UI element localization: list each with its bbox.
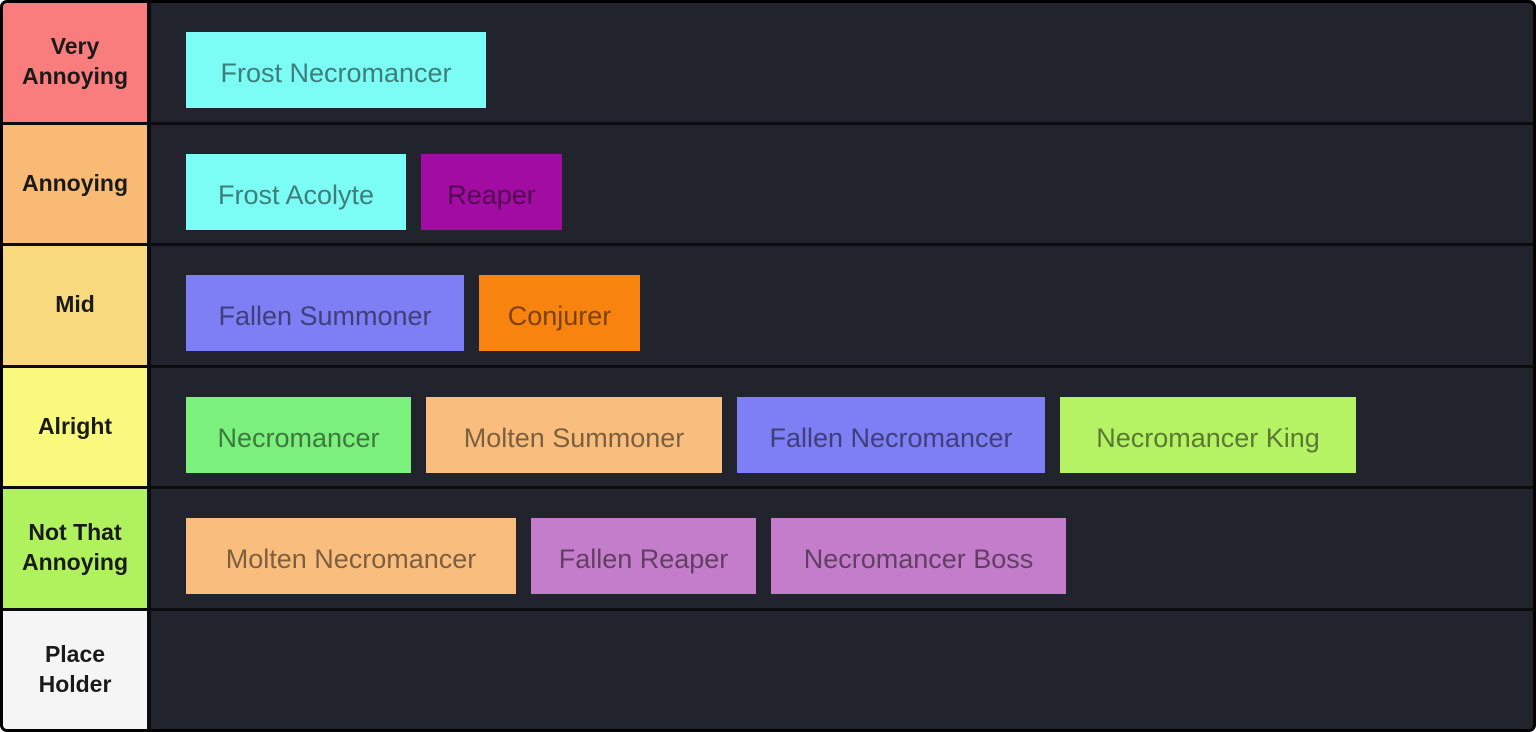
tier-label: Place Holder bbox=[3, 610, 151, 729]
tier-item[interactable]: Necromancer Boss bbox=[771, 518, 1066, 594]
tier-item[interactable]: Frost Acolyte bbox=[186, 153, 406, 230]
tier-label-text: Annoying bbox=[21, 169, 129, 196]
tier-item[interactable]: Necromancer King bbox=[1060, 396, 1356, 473]
tier-item[interactable]: Fallen Necromancer bbox=[737, 396, 1045, 473]
tier-row: Very Annoying Frost Necromancer bbox=[3, 3, 1533, 125]
tier-label: Very Annoying bbox=[3, 3, 151, 122]
tier-label: Annoying bbox=[3, 124, 151, 243]
tier-label-text: Not That Annoying bbox=[21, 519, 129, 576]
tier-label: Alright bbox=[3, 367, 151, 486]
tier-label-text: Alright bbox=[37, 412, 113, 439]
tier-item[interactable]: Fallen Summoner bbox=[186, 275, 464, 351]
tier-label-text: Mid bbox=[55, 291, 95, 318]
tier-row: Place Holder bbox=[3, 610, 1533, 730]
tier-label-text: Place Holder bbox=[38, 640, 112, 697]
tier-item[interactable]: Conjurer bbox=[479, 275, 640, 351]
tier-item[interactable]: Molten Summoner bbox=[426, 396, 722, 473]
tier-row-items bbox=[151, 611, 1533, 730]
tier-label: Mid bbox=[3, 246, 151, 365]
tier-item[interactable]: Fallen Reaper bbox=[531, 518, 756, 594]
tier-row-items: Frost Necromancer bbox=[151, 3, 1533, 122]
tier-item[interactable]: Necromancer bbox=[186, 396, 411, 473]
tier-item[interactable]: Molten Necromancer bbox=[186, 518, 516, 594]
tier-label-text: Very Annoying bbox=[21, 33, 129, 90]
tier-item[interactable]: Reaper bbox=[421, 153, 562, 230]
tier-item[interactable]: Frost Necromancer bbox=[186, 32, 486, 108]
tier-label: Not That Annoying bbox=[3, 489, 151, 608]
